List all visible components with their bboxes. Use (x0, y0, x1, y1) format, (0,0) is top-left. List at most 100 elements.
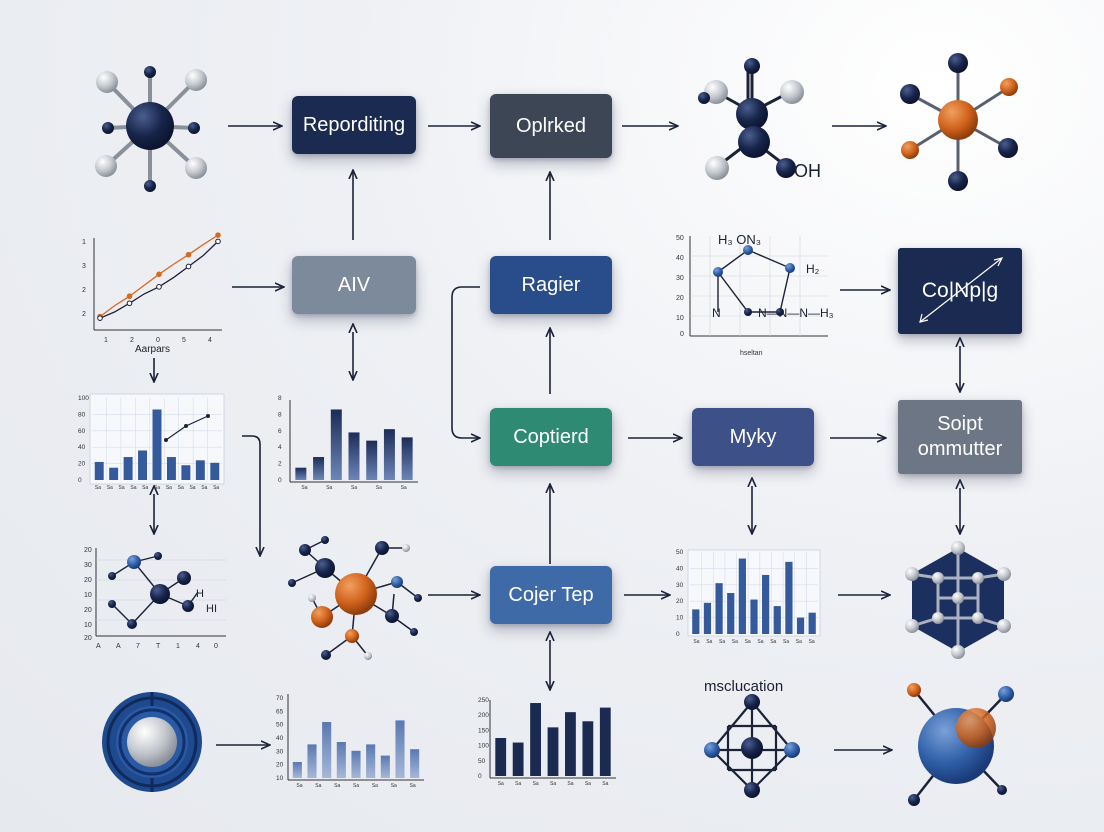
y-tick: 65 (276, 708, 284, 715)
x-tick: Sa (550, 781, 556, 787)
bar (738, 558, 746, 634)
line-chart-x-tick: 5 (182, 337, 186, 344)
bar (565, 712, 576, 776)
oplrked-box[interactable]: Oplrked (490, 94, 612, 158)
bar (313, 457, 325, 480)
line-point (215, 232, 221, 238)
bar (322, 722, 332, 778)
oh-label: OH (794, 161, 821, 181)
bar (94, 461, 104, 480)
x-tick: Sa (178, 485, 184, 491)
msclucation-label: msclucation (704, 678, 783, 695)
bar (210, 462, 220, 480)
x-tick: Sa (301, 485, 307, 491)
svg-text:30: 30 (84, 562, 92, 569)
x-tick: Sa (732, 639, 738, 645)
y-tick: 40 (78, 444, 86, 451)
struct-xlabel: hseltan (740, 350, 763, 357)
y-tick: 50 (276, 722, 284, 729)
h-label: H (196, 588, 204, 600)
y-tick: 10 (676, 615, 684, 622)
x-tick: Sa (130, 485, 136, 491)
x-tick: Sa (706, 639, 712, 645)
line-point (156, 284, 162, 290)
bar (152, 409, 162, 480)
atom-ring-icon (102, 692, 202, 792)
svg-text:T: T (156, 643, 161, 650)
y-tick: 10 (276, 775, 284, 782)
arrow-barchart-to-network (242, 435, 260, 556)
soipt-line1: Soipt (937, 413, 983, 435)
x-tick: Sa (201, 485, 207, 491)
y-tick: 30 (276, 748, 284, 755)
y-tick: 8 (278, 411, 282, 418)
sphere-molecule-icon (907, 683, 1014, 806)
line-point (97, 315, 103, 321)
bar (547, 727, 559, 776)
bar (582, 721, 594, 776)
svg-text:1: 1 (176, 643, 180, 650)
svg-text:20: 20 (84, 547, 92, 554)
y-tick: 4 (278, 444, 282, 451)
y-tick: 40 (676, 565, 684, 572)
bar (295, 467, 307, 480)
bar (750, 599, 758, 634)
colnplg-box[interactable]: Co|Np|g (898, 248, 1022, 334)
hi-label: HI (206, 603, 217, 615)
bar (366, 440, 378, 480)
y-tick: 20 (78, 461, 86, 468)
connector-arrows (154, 126, 960, 750)
bar (395, 720, 405, 778)
x-tick: Sa (154, 485, 160, 491)
coptierd-box[interactable]: Coptierd (490, 408, 612, 466)
line-chart-y-tick: 2 (82, 287, 86, 294)
svg-text:50: 50 (676, 235, 684, 242)
x-tick: Sa (567, 781, 573, 787)
svg-text:7: 7 (136, 643, 140, 650)
cube-lattice-icon (704, 694, 800, 798)
soipt-box[interactable]: Soipt ommutter (898, 400, 1022, 474)
aiv-box[interactable]: AIV (292, 256, 416, 314)
struct-h2-label: H₂ (806, 262, 820, 276)
svg-text:20: 20 (84, 577, 92, 584)
x-tick: Sa (585, 781, 591, 787)
y-tick: 0 (78, 477, 82, 484)
bar (330, 409, 342, 480)
x-tick: Sa (95, 485, 101, 491)
x-tick: Sa (745, 639, 751, 645)
x-tick: Sa (757, 639, 763, 645)
svg-text:20: 20 (84, 607, 92, 614)
bar (599, 707, 611, 776)
svg-text:0: 0 (214, 643, 218, 650)
y-tick: 0 (478, 773, 482, 780)
svg-text:40: 40 (676, 255, 684, 262)
x-tick: Sa (351, 485, 357, 491)
bar (138, 450, 148, 480)
x-tick: Sa (334, 783, 340, 789)
ragier-box[interactable]: Ragier (490, 256, 612, 314)
cojer-tep-box[interactable]: Cojer Tep (490, 566, 612, 624)
myky-box[interactable]: Myky (692, 408, 814, 466)
line-chart-x-tick: 1 (104, 337, 108, 344)
bar (692, 609, 700, 634)
bar (808, 612, 816, 634)
arrow-bracket-ragier-coptierd (451, 286, 480, 438)
bar (383, 429, 395, 480)
line-chart-y-tick: 3 (82, 263, 86, 270)
svg-text:0: 0 (680, 331, 684, 338)
line-point (126, 293, 133, 300)
bar (796, 617, 805, 634)
hexagon-lattice-icon (905, 541, 1011, 659)
struct-bottom-label: N—N—N—H₃ (758, 306, 834, 320)
reporditing-box[interactable]: Reporditing (292, 96, 416, 154)
bar (410, 749, 420, 778)
bar (292, 762, 302, 778)
svg-text:20: 20 (84, 635, 92, 642)
y-tick: 6 (278, 428, 282, 435)
line-chart-y-tick: 2 (82, 311, 86, 318)
x-tick: Sa (391, 783, 397, 789)
